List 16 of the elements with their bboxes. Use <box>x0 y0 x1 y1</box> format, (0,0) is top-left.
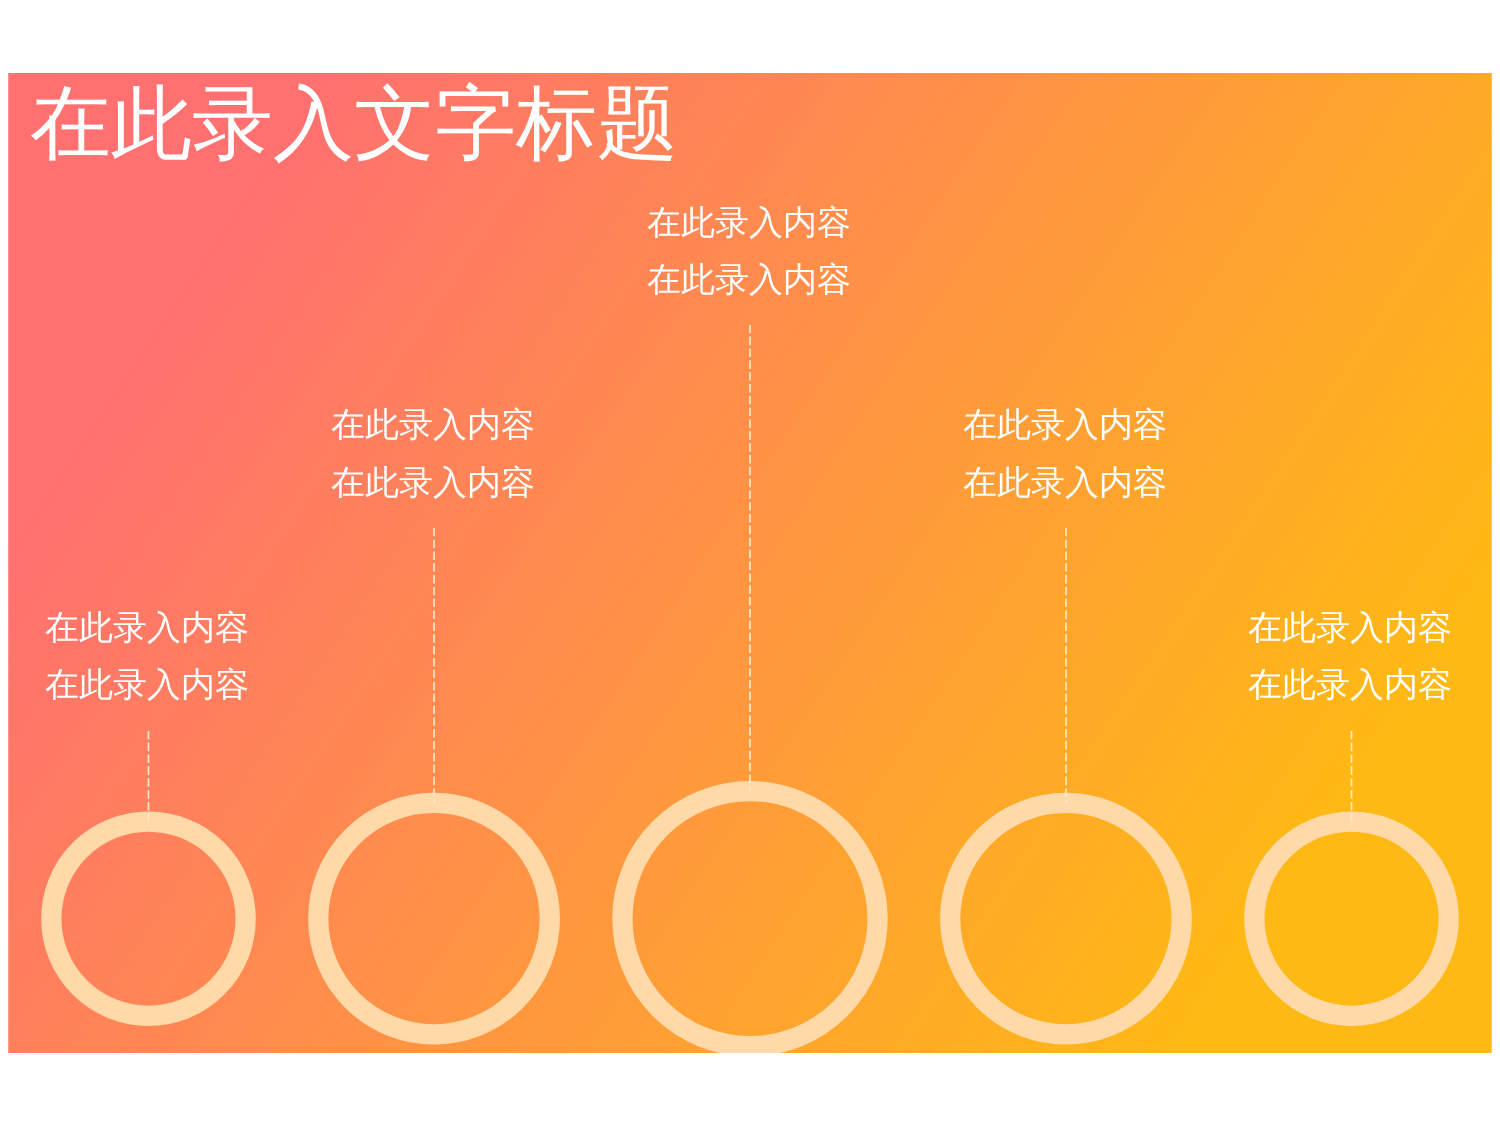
node-text: 在此录入内容 在此录入内容 <box>330 404 535 502</box>
connector <box>147 729 150 822</box>
node-text: 在此录入内容 在此录入内容 <box>962 404 1167 502</box>
connector <box>1065 526 1067 804</box>
diagram-title: 在此录入文字标题 <box>29 75 678 170</box>
connector <box>749 323 751 792</box>
connector <box>1350 729 1353 822</box>
connector <box>433 526 435 804</box>
node-text: 在此录入内容 在此录入内容 <box>1248 607 1453 704</box>
node-text: 在此录入内容 在此录入内容 <box>45 607 250 704</box>
node-circle <box>940 792 1192 1045</box>
node-circle <box>41 810 256 1026</box>
node-circle <box>308 792 560 1045</box>
node-text: 在此录入内容 在此录入内容 <box>646 202 851 299</box>
node-circle <box>612 780 888 1053</box>
node-circle <box>1244 810 1459 1026</box>
